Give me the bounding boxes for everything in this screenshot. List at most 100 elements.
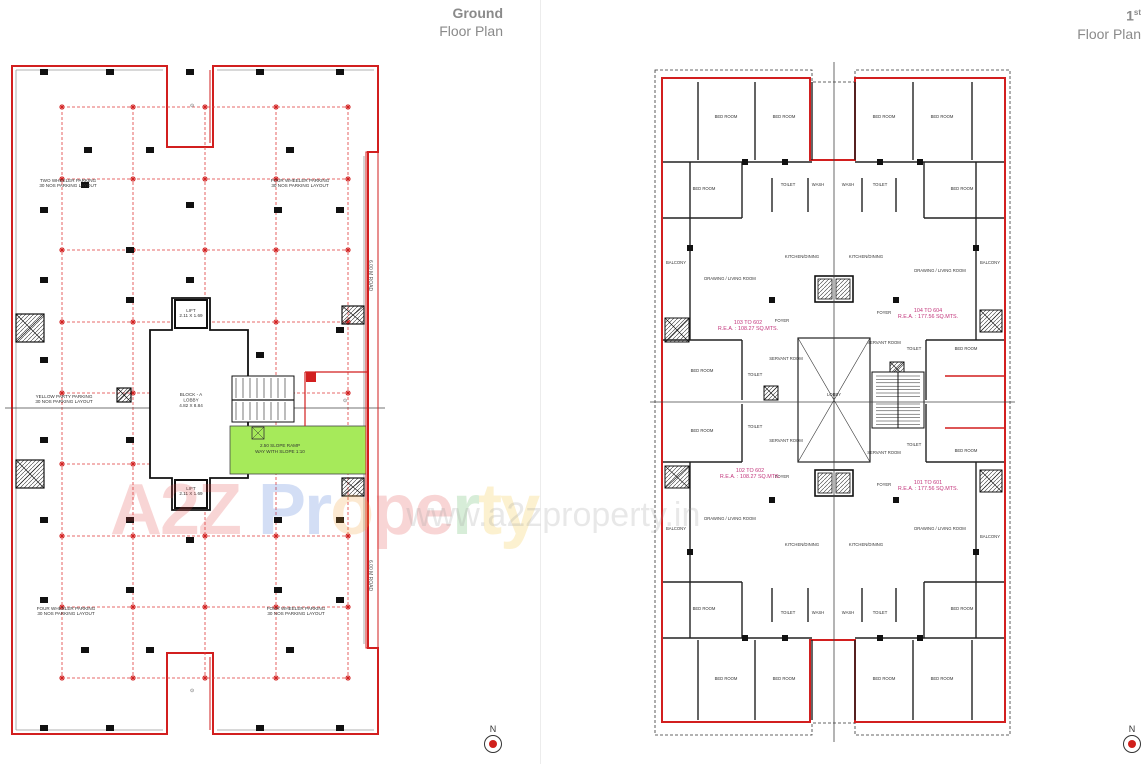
grid-marker xyxy=(130,675,136,681)
wall xyxy=(689,582,977,638)
column xyxy=(877,159,883,165)
column xyxy=(146,647,154,653)
column xyxy=(742,159,748,165)
room-label: DRAWING / LIVING ROOM xyxy=(914,268,966,273)
box-diagonal xyxy=(341,477,365,497)
grid-marker xyxy=(59,461,65,467)
column xyxy=(687,549,693,555)
grid-marker xyxy=(59,533,65,539)
room-label: BALCONY xyxy=(980,260,1000,265)
grid-marker xyxy=(345,533,351,539)
grid-marker xyxy=(59,604,65,610)
duct-diagonal xyxy=(979,309,1003,333)
column xyxy=(917,635,923,641)
wall xyxy=(689,218,977,340)
grid-marker xyxy=(345,675,351,681)
column xyxy=(336,207,344,213)
wall xyxy=(689,462,977,582)
first-floor-heading: 1st Floor Plan xyxy=(1000,4,1141,43)
room-label: BED ROOM xyxy=(951,606,974,611)
stair-box xyxy=(231,375,295,423)
svg-text:⊙: ⊙ xyxy=(343,398,347,404)
room-label: WASH xyxy=(812,610,824,615)
room-label: LOBBY xyxy=(827,392,841,397)
duct-diagonal xyxy=(664,317,690,343)
lift-car xyxy=(817,472,833,494)
room-label: BED ROOM xyxy=(693,186,716,191)
column xyxy=(274,587,282,593)
service-boxes xyxy=(15,305,365,497)
wall xyxy=(741,340,927,400)
column xyxy=(126,437,134,443)
grid-marker xyxy=(202,604,208,610)
grid-marker xyxy=(59,390,65,396)
grid-marker xyxy=(345,247,351,253)
column xyxy=(40,517,48,523)
column xyxy=(336,69,344,75)
ground-heading-subtitle: Floor Plan xyxy=(439,23,503,39)
watermark: A2Z Property www.a2zproperty.in xyxy=(110,470,701,550)
grid-marker xyxy=(59,675,65,681)
room-label: WASH xyxy=(842,610,854,615)
room-label: BED ROOM xyxy=(693,606,716,611)
column xyxy=(286,147,294,153)
grid-marker xyxy=(130,390,136,396)
column xyxy=(40,207,48,213)
room-label: SERVANT ROOM xyxy=(867,340,901,345)
box-diagonal xyxy=(15,313,45,343)
duct-diagonal xyxy=(979,469,1003,493)
grid-marker xyxy=(273,176,279,182)
room-label: DRAWING / LIVING ROOM xyxy=(704,276,756,281)
column xyxy=(126,587,134,593)
column xyxy=(782,635,788,641)
column xyxy=(81,647,89,653)
room-label: TOILET xyxy=(781,182,796,187)
column xyxy=(40,725,48,731)
room-label: TOILET xyxy=(748,372,763,377)
grid-marker xyxy=(273,319,279,325)
svg-text:6.00 M ROAD: 6.00 M ROAD xyxy=(367,560,373,592)
room-label: DRAWING / LIVING ROOM xyxy=(704,516,756,521)
room-label: WASH xyxy=(842,182,854,187)
lift-car xyxy=(835,278,851,300)
room-label: BALCONY xyxy=(666,260,686,265)
grid-marker xyxy=(202,247,208,253)
column xyxy=(687,245,693,251)
column xyxy=(893,297,899,303)
room-label: TOILET xyxy=(907,346,922,351)
watermark-url: www.a2zproperty.in xyxy=(406,495,701,534)
column xyxy=(336,597,344,603)
room-label: KITCHEN/DINING xyxy=(785,254,819,259)
room-label: BED ROOM xyxy=(691,368,714,373)
grid-marker xyxy=(202,104,208,110)
structural-columns xyxy=(40,69,344,731)
page-divider xyxy=(540,0,541,764)
room-label: BED ROOM xyxy=(715,114,738,119)
room-label: BALCONY xyxy=(666,526,686,531)
room-label: TOILET xyxy=(748,424,763,429)
grid-marker xyxy=(130,461,136,467)
column xyxy=(40,277,48,283)
grid-marker xyxy=(202,176,208,182)
north-arrow-icon xyxy=(1123,735,1141,753)
room-label: FOYER xyxy=(775,318,789,323)
grid-marker xyxy=(273,533,279,539)
room-label: KITCHEN/DINING xyxy=(849,542,883,547)
grid-marker xyxy=(130,604,136,610)
room-label: SERVANT ROOM xyxy=(867,450,901,455)
column xyxy=(40,597,48,603)
room-label: BED ROOM xyxy=(955,346,978,351)
column xyxy=(186,537,194,543)
room-label: TOILET xyxy=(873,610,888,615)
room-label: BED ROOM xyxy=(931,114,954,119)
column xyxy=(769,297,775,303)
grid-marker xyxy=(273,675,279,681)
column xyxy=(769,497,775,503)
